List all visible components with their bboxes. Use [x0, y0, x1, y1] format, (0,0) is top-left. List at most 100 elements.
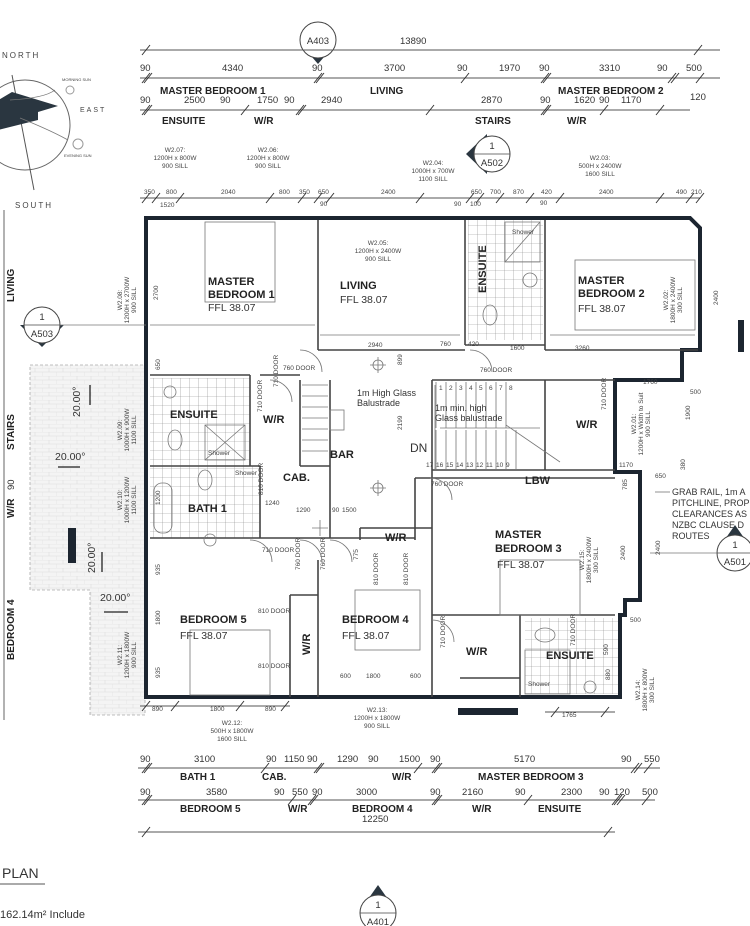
- stair-step-number: 15: [446, 462, 454, 469]
- dimension-room-label: W/R: [392, 772, 412, 783]
- dimension-room-label: W/R: [472, 804, 492, 815]
- window-id: W2.12:: [222, 720, 243, 727]
- sun-icon: [65, 85, 75, 95]
- dimension-room-label: ENSUITE: [162, 116, 206, 127]
- dimension-value: 870: [513, 189, 524, 196]
- dimension-value: 490: [676, 189, 687, 196]
- dimension-value: 600: [340, 673, 351, 680]
- compass-rose: NORTH EAST SOUTH MORNING SUN EVENING SUN: [0, 51, 104, 210]
- window-id: W2.04:: [423, 160, 444, 167]
- window-id: W2.02:: [663, 290, 670, 311]
- left-room-label: STAIRS: [6, 414, 17, 450]
- door-label: 710 DOOR: [262, 547, 294, 554]
- dimension-value: 1800: [366, 673, 381, 680]
- door-label: 760 DOOR: [431, 481, 463, 488]
- door-swing[interactable]: [429, 477, 453, 501]
- section-sheet-ref: A501: [724, 557, 746, 568]
- dimension-value: 650: [471, 189, 482, 196]
- window-sill: 900 SILL: [365, 256, 391, 263]
- window-size: 1800H x 2400W: [586, 536, 593, 583]
- dimension-room-label: W/R: [254, 116, 274, 127]
- window-sill: 900 SILL: [255, 163, 281, 170]
- dimension-room-label: BEDROOM 5: [180, 804, 241, 815]
- dimension-value: 3310: [599, 63, 620, 74]
- dimension-value: 350: [144, 189, 155, 196]
- dimension-value: 1970: [499, 63, 520, 74]
- dimension-value: 1900: [685, 405, 692, 420]
- window-id: W2.01:: [631, 414, 638, 435]
- section-sheet-ref: A403: [307, 36, 329, 47]
- deck-fall-label: 20.00°: [55, 451, 85, 463]
- dimension-room-label: CAB.: [262, 772, 287, 783]
- door-label: 810 DOOR: [258, 663, 290, 670]
- door-swing[interactable]: [269, 379, 293, 403]
- room-label-master-bedroom-3: BEDROOM 3: [495, 543, 562, 555]
- dimension-value: 775: [353, 549, 360, 560]
- section-marker-a403[interactable]: A403: [299, 21, 337, 64]
- ffl-label: FFL 38.07: [342, 630, 390, 642]
- door-label: 760 DOOR: [320, 538, 327, 570]
- exterior-wall: [144, 216, 702, 699]
- door-label: 760 DOOR: [295, 538, 302, 570]
- room-label-bath-1: BATH 1: [188, 503, 227, 515]
- door-label: 710 DOOR: [257, 380, 264, 412]
- door-swing[interactable]: [329, 539, 353, 563]
- dimension-value: 100: [470, 201, 481, 208]
- stair-step-number: 8: [509, 385, 513, 392]
- dimension-room-label: 120: [690, 92, 706, 103]
- section-number: 1: [375, 900, 380, 911]
- wet-area-tiles: [150, 220, 618, 694]
- area-note: 162.14m² Include: [0, 909, 85, 921]
- window-sill: 900 SILL: [131, 642, 138, 668]
- grab-rail-note: GRAB RAIL, 1m A: [672, 487, 746, 497]
- window-id: W2.07:: [165, 147, 186, 154]
- dimension-value: 90: [332, 507, 340, 514]
- dimension-value: 2940: [368, 342, 383, 349]
- dimension-value: 1290: [296, 507, 311, 514]
- door-swing[interactable]: [249, 539, 273, 563]
- toilet-icon: [482, 304, 498, 326]
- room-label-wr: W/R: [263, 414, 284, 426]
- window-size: 1000H x 900W: [124, 408, 131, 452]
- dimension-value: 3000: [356, 787, 377, 798]
- room-label-bedroom-5: BEDROOM 5: [180, 614, 247, 626]
- section-number: 1: [39, 312, 44, 323]
- dimension-value: 1170: [621, 95, 641, 106]
- dimension-value: 650: [655, 473, 666, 480]
- section-sheet-ref: A401: [367, 917, 389, 926]
- door-swing[interactable]: [299, 539, 323, 563]
- downpipe: [68, 528, 76, 563]
- ffl-label: FFL 38.07: [340, 294, 388, 306]
- door-swing[interactable]: [299, 349, 323, 373]
- dimension-value: 90: [599, 95, 610, 106]
- door-swing[interactable]: [431, 619, 455, 643]
- shower-label: Shower: [235, 470, 258, 477]
- window-size: 1200H x 1800W: [124, 631, 131, 678]
- dimension-value: 1800: [210, 706, 225, 713]
- window-size: 500H x 1800W: [211, 728, 255, 735]
- stair-step-number: 10: [496, 462, 504, 469]
- dimension-value: 3700: [384, 63, 405, 74]
- dimension-value: 1170: [619, 462, 633, 469]
- dimension-value: 3260: [575, 345, 590, 352]
- dimension-value: 90: [457, 63, 468, 74]
- window-sill: 1100 SILL: [131, 415, 138, 445]
- dimension-value: 2940: [321, 95, 342, 106]
- section-number: 1: [489, 141, 494, 152]
- door-swing[interactable]: [469, 349, 493, 373]
- dimension-value: 2160: [462, 787, 483, 798]
- window-sill: 1100 SILL: [418, 176, 448, 183]
